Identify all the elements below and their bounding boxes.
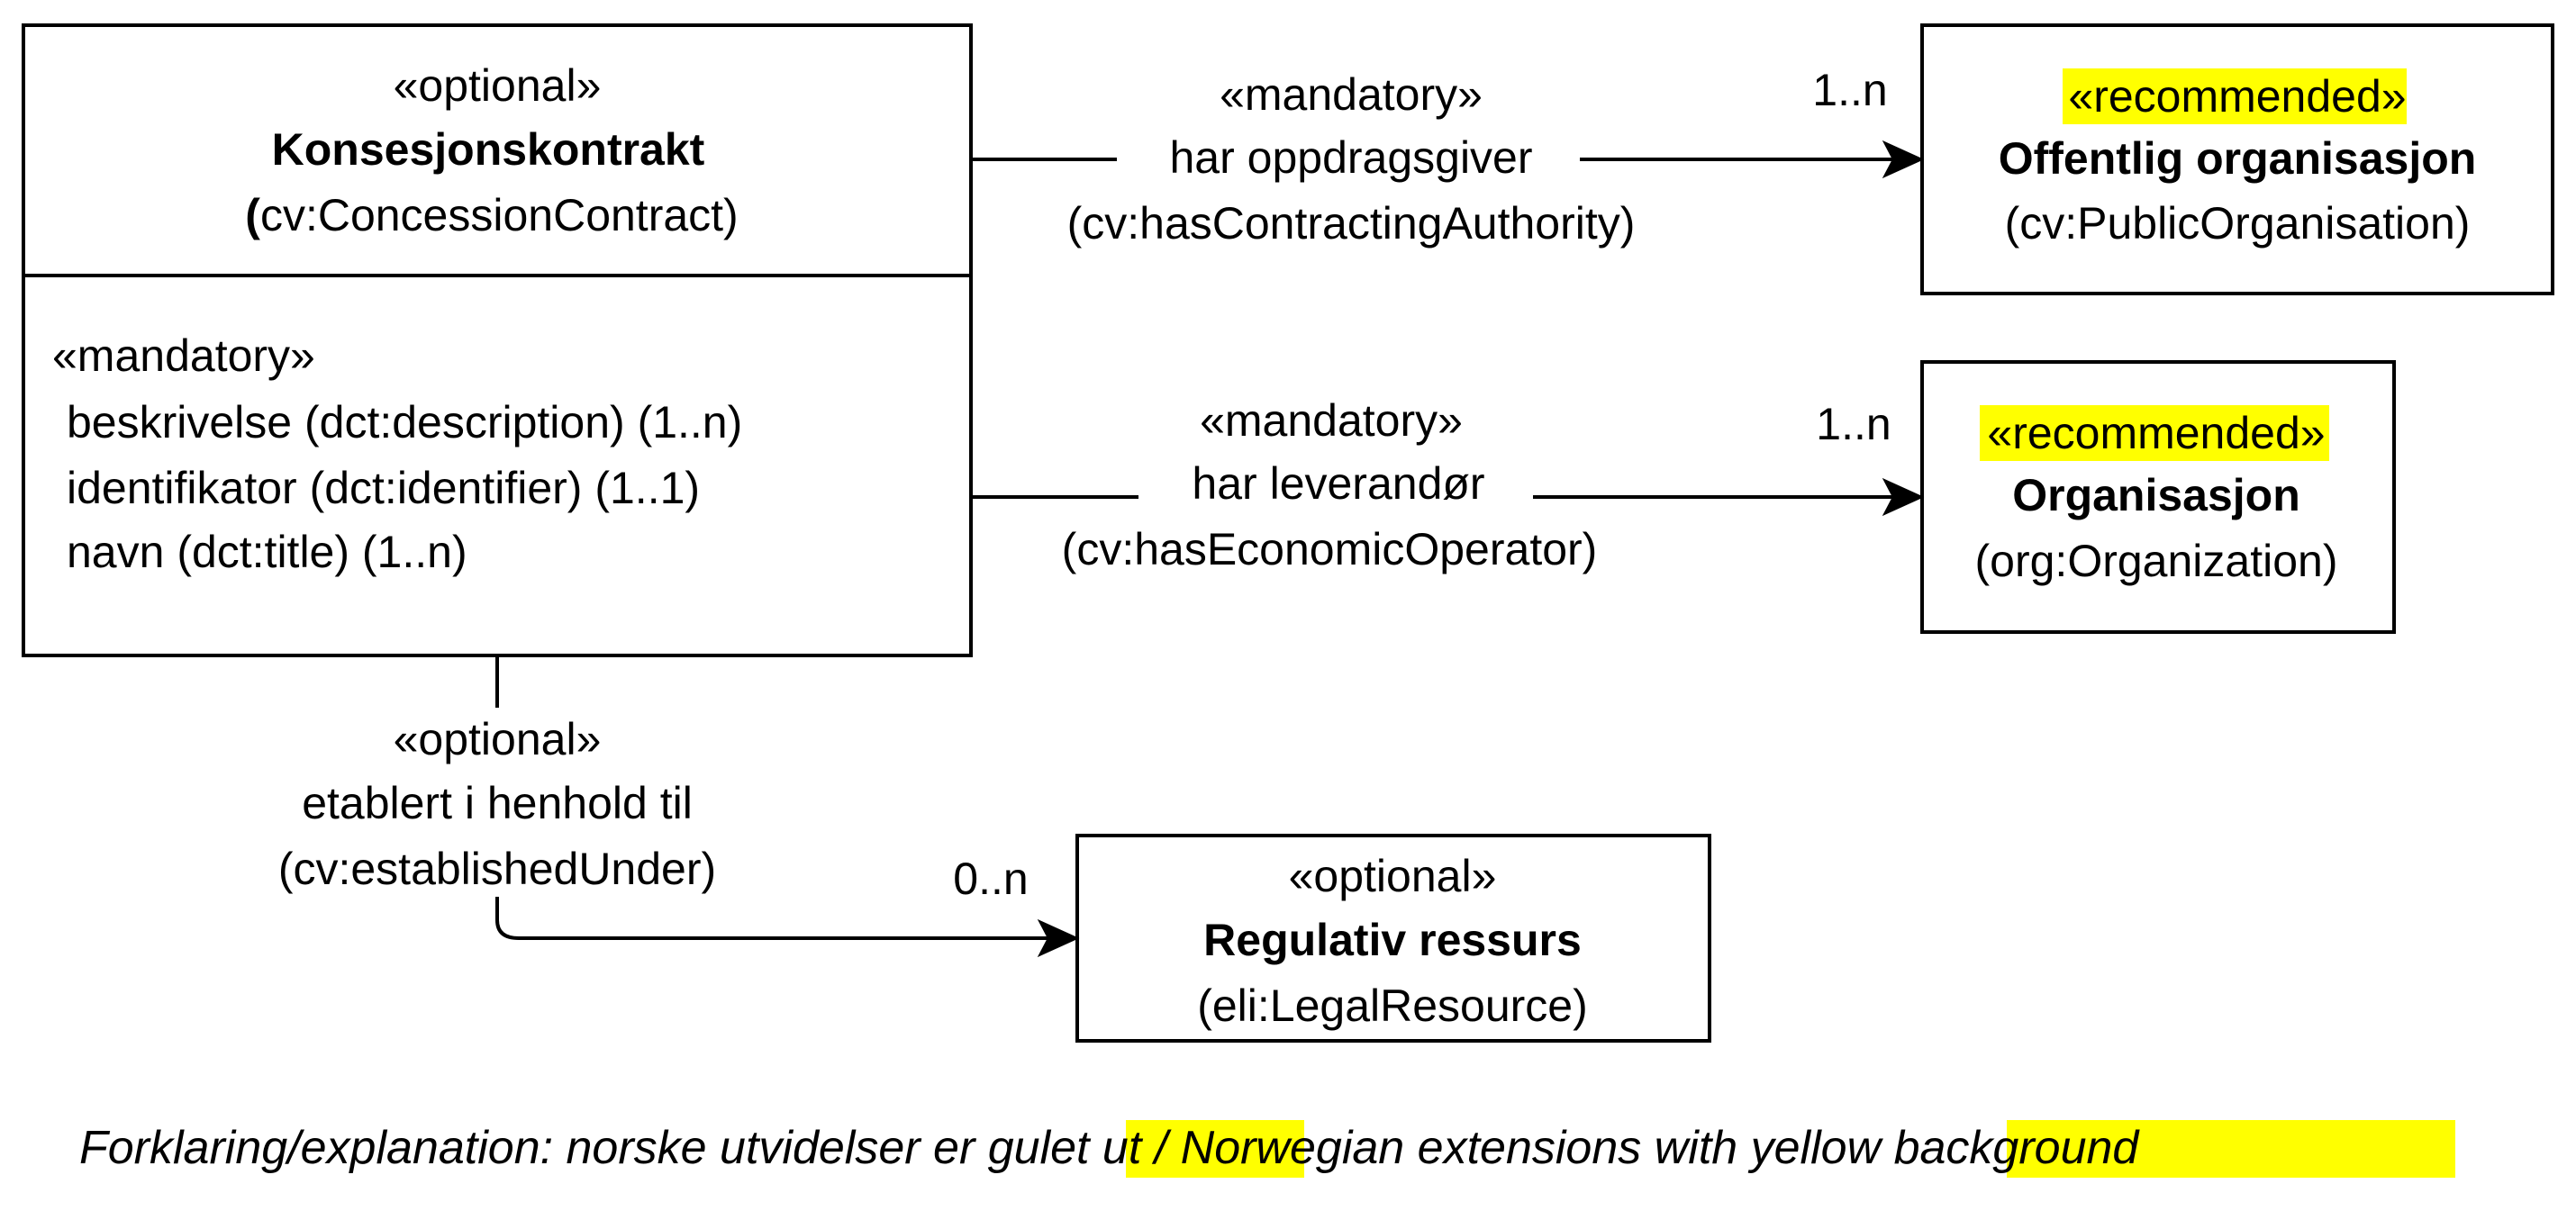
- arrowhead: [1882, 477, 1925, 517]
- association-name: har oppdragsgiver: [1169, 132, 1532, 183]
- association-stereotype: «mandatory»: [1200, 395, 1463, 446]
- multiplicity-label: 0..n: [953, 854, 1028, 904]
- stereotype-open: «: [1987, 408, 2012, 458]
- arrowhead: [1882, 140, 1925, 179]
- class-konsesjonskontrakt[interactable]: «optional» Konsesjonskontrakt (cv:Conces…: [22, 23, 973, 657]
- legend-highlight-1: [1126, 1120, 1304, 1178]
- legend-part-1: Forklaring/explanation: norske utvidelse…: [79, 1122, 988, 1174]
- class-uri-open-paren: (: [245, 190, 260, 240]
- class-name: Offentlig organisasjon: [1999, 133, 2477, 184]
- class-stereotype: «recommended»: [2068, 71, 2406, 122]
- multiplicity-label: 1..n: [1812, 65, 1887, 115]
- association-name: etablert i henhold til: [302, 778, 693, 828]
- association-established-under[interactable]: «optional» etablert i henhold til (cv:es…: [278, 655, 1080, 958]
- legend-highlight-text-1: gulet ut: [988, 1122, 1144, 1174]
- arrowhead: [1037, 918, 1080, 958]
- class-offentlig-organisasjon[interactable]: «recommended» Offentlig organisasjon (cv…: [1920, 23, 2554, 295]
- association-uri: (cv:establishedUnder): [278, 844, 716, 894]
- stereotype-word-highlighted: recommended: [2012, 408, 2300, 458]
- class-name: Konsesjonskontrakt: [272, 124, 705, 175]
- class-konsesjonskontrakt-box: [22, 23, 973, 657]
- class-regulativ-ressurs[interactable]: «optional» Regulativ ressurs (eli:LegalR…: [1075, 834, 1711, 1043]
- class-uri: (cv:PublicOrganisation): [2005, 198, 2471, 249]
- association-stereotype: «mandatory»: [1220, 69, 1483, 120]
- class-stereotype: «optional»: [394, 60, 602, 111]
- association-contracting-authority[interactable]: «mandatory» har oppdragsgiver (cv:hasCon…: [971, 65, 1925, 249]
- class-name: Regulativ ressurs: [1203, 915, 1582, 965]
- attributes-stereotype: «mandatory»: [52, 330, 315, 381]
- stereotype-word-highlighted: recommended: [2093, 71, 2381, 122]
- association-name: har leverandør: [1192, 458, 1484, 509]
- association-stereotype: «optional»: [394, 714, 602, 764]
- class-organisasjon[interactable]: «recommended» Organisasjon (org:Organiza…: [1920, 360, 2396, 634]
- legend-text: Forklaring/explanation: norske utvidelse…: [79, 1122, 2140, 1174]
- class-uri: (cv:ConcessionContract): [245, 190, 738, 240]
- class-stereotype: «optional»: [1289, 851, 1497, 901]
- association-economic-operator[interactable]: «mandatory» har leverandør (cv:hasEconom…: [971, 395, 1925, 574]
- class-stereotype: «recommended»: [1987, 408, 2325, 458]
- highlight-background: [1980, 405, 2329, 461]
- legend-highlight-text-2: yellow background: [1748, 1122, 2141, 1174]
- highlight-background: [2063, 68, 2407, 124]
- attribute-identifikator: identifikator (dct:identifier) (1..1): [67, 463, 700, 513]
- association-uri: (cv:hasContractingAuthority): [1067, 198, 1636, 249]
- legend: Forklaring/explanation: norske utvidelse…: [79, 1120, 2455, 1178]
- association-uri: (cv:hasEconomicOperator): [1062, 524, 1598, 574]
- legend-highlight-2: [2007, 1120, 2455, 1178]
- class-uri-rest: cv:ConcessionContract): [260, 190, 739, 240]
- stereotype-close: »: [2381, 71, 2407, 122]
- attribute-beskrivelse: beskrivelse (dct:description) (1..n): [67, 397, 742, 447]
- association-line: [495, 897, 1052, 940]
- multiplicity-label: 1..n: [1816, 399, 1891, 449]
- legend-part-2: / Norwegian extensions with: [1141, 1122, 1750, 1174]
- stereotype-close: »: [2300, 408, 2326, 458]
- class-name: Organisasjon: [2012, 470, 2300, 520]
- stereotype-open: «: [2068, 71, 2093, 122]
- class-uri: (org:Organization): [1975, 536, 2338, 586]
- attribute-navn: navn (dct:title) (1..n): [67, 527, 467, 577]
- class-uri: (eli:LegalResource): [1197, 981, 1588, 1031]
